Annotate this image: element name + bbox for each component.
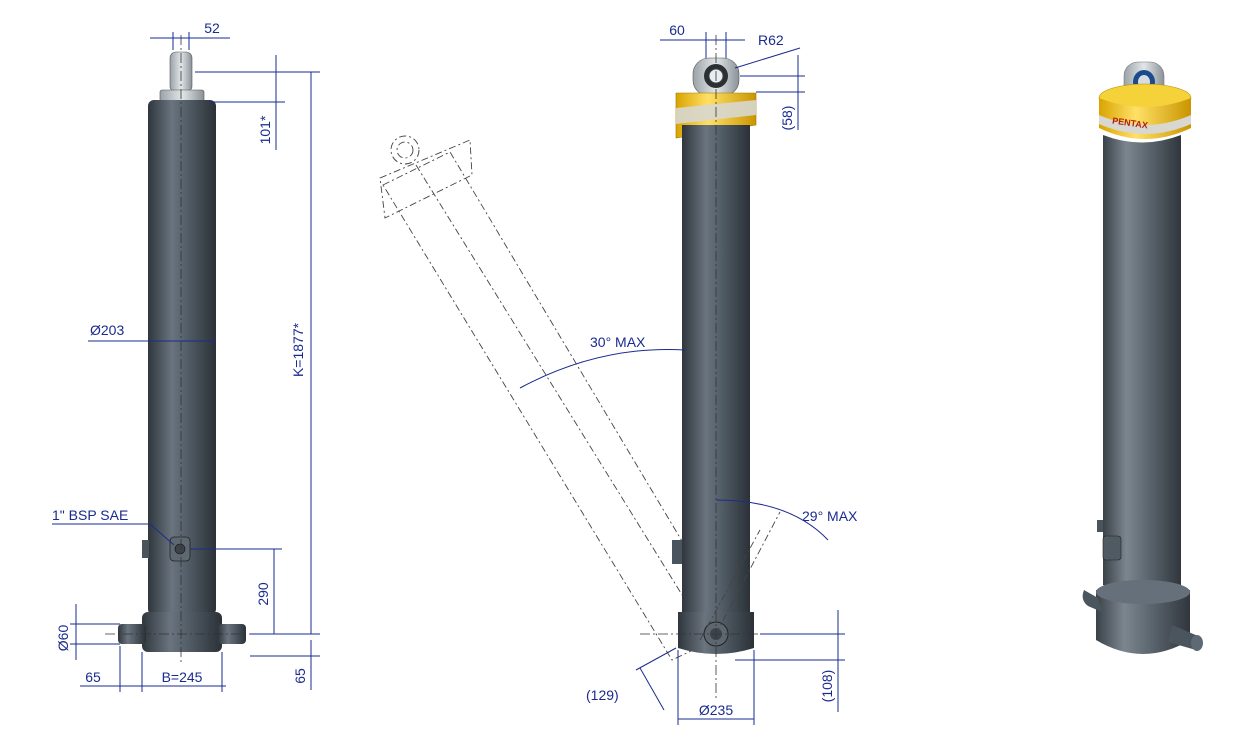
side-port-boss (672, 540, 682, 564)
dim-foot-height: (108) (735, 610, 845, 712)
side-back-tilt-line-2 (699, 529, 761, 641)
dim-side-collar: (58) (740, 55, 805, 130)
label-bottom-offset: 65 (292, 668, 308, 684)
label-tilt-forward: 30° MAX (590, 334, 646, 350)
dim-side-eye-radius: R62 (734, 32, 801, 69)
label-side-eye-width: 60 (669, 22, 685, 38)
dim-pin-overhang: 65 (80, 646, 226, 692)
iso-pin-left (1082, 590, 1102, 612)
label-tilt-back: 29° MAX (802, 508, 858, 524)
label-port-height: 290 (255, 582, 271, 606)
front-side-boss (142, 540, 149, 558)
dim-body-diameter: Ø203 (88, 322, 216, 342)
iso-logo: PENTAX (1112, 116, 1149, 131)
label-foot-offset: (129) (586, 687, 619, 703)
iso-foot-rim (1096, 580, 1190, 604)
front-base (142, 612, 222, 652)
dim-pin-diameter: Ø60 (55, 604, 120, 660)
label-pin-diameter: Ø60 (55, 625, 71, 652)
dim-tilt-forward: 30° MAX (519, 334, 686, 389)
label-body-diameter: Ø203 (90, 322, 124, 338)
front-port-bore (174, 543, 186, 555)
dim-foot-diameter: Ø235 (677, 650, 755, 725)
front-cylinder-body (148, 100, 216, 615)
iso-side-boss (1097, 520, 1103, 532)
dim-top-height: 101* (195, 55, 285, 150)
label-eye-width-52: 52 (204, 20, 220, 36)
front-view: 52 101* K=1877* Ø203 1" BSP SAE (52, 20, 320, 692)
iso-foot (1096, 590, 1190, 654)
label-top-height-101: 101* (257, 115, 273, 144)
label-base-width: B=245 (162, 669, 203, 685)
callout-port: 1" BSP SAE (52, 507, 175, 546)
iso-view: PENTAX (1082, 61, 1203, 654)
label-foot-diameter: Ø235 (699, 702, 733, 718)
iso-port (1102, 535, 1122, 561)
label-stroke-length: K=1877* (290, 322, 306, 377)
label-foot-height: (108) (819, 670, 835, 703)
label-port: 1" BSP SAE (52, 507, 128, 523)
dim-foot-offset: (129) (586, 647, 677, 711)
label-pin-overhang: 65 (85, 669, 101, 685)
dim-side-eye-width: 60 (660, 22, 745, 58)
label-side-eye-radius: R62 (758, 32, 784, 48)
dim-tilt-back: 29° MAX (715, 499, 858, 541)
label-side-collar: (58) (779, 106, 795, 131)
side-view: 60 R62 (58) 30° MAX 29° MAX (129) (379, 22, 858, 725)
tilted-phantom-cylinder (379, 135, 736, 661)
dim-bottom-offset: 65 (250, 640, 320, 690)
dim-eye-width: 52 (150, 20, 230, 50)
iso-cylinder-body (1103, 135, 1181, 593)
iso-cap-band (1099, 115, 1191, 134)
iso-pin-right-end (1191, 635, 1203, 651)
dim-stroke-length: K=1877* (250, 71, 320, 635)
dim-base-width: B=245 (141, 652, 223, 692)
dim-port-height: 290 (190, 548, 282, 634)
